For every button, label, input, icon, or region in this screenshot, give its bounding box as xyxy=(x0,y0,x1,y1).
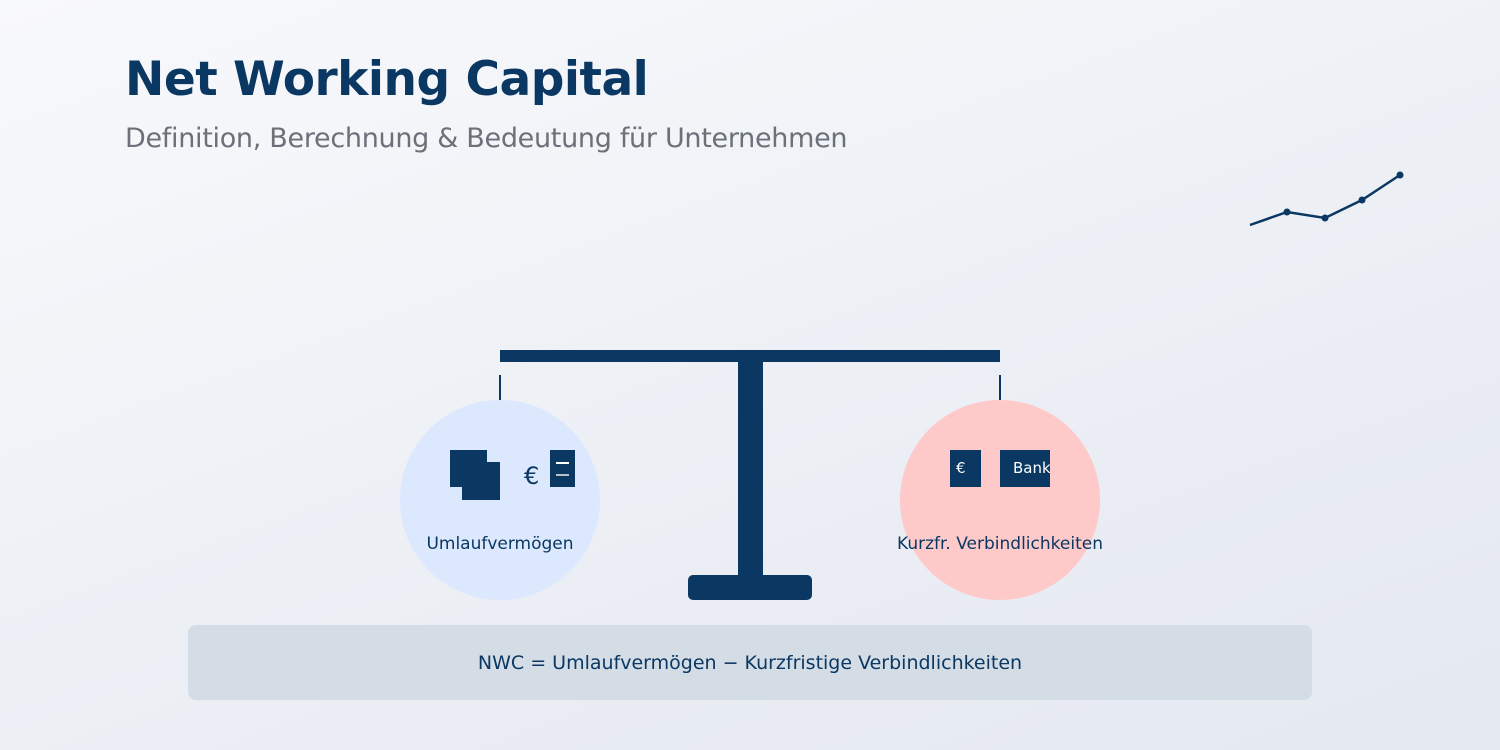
left-pan-assets xyxy=(400,400,600,600)
left-pan-label: Umlaufvermögen xyxy=(426,534,574,554)
document-line xyxy=(556,474,569,476)
right-pan-label: Kurzfr. Verbindlichkeiten xyxy=(897,534,1103,554)
page-subtitle: Definition, Berechnung & Bedeutung für U… xyxy=(125,123,848,154)
scale-base xyxy=(688,575,812,600)
formula-box: NWC = Umlaufvermögen − Kurzfristige Verb… xyxy=(188,625,1312,700)
document-icon xyxy=(550,450,575,487)
left-pan-string xyxy=(499,375,501,400)
inventory-boxes-icon-back xyxy=(462,462,500,500)
bank-icon: Bank xyxy=(1000,450,1050,487)
trend-line-icon xyxy=(1249,171,1404,227)
scale-beam xyxy=(500,350,1000,362)
right-pan-liabilities xyxy=(900,400,1100,600)
scale-post xyxy=(738,362,763,576)
right-pan-string xyxy=(999,375,1001,400)
page-title: Net Working Capital xyxy=(125,52,649,107)
formula-text: NWC = Umlaufvermögen − Kurzfristige Verb… xyxy=(477,651,1023,674)
document-line xyxy=(556,462,569,464)
euro-box-icon: € xyxy=(950,450,981,487)
euro-icon: € xyxy=(524,462,540,490)
